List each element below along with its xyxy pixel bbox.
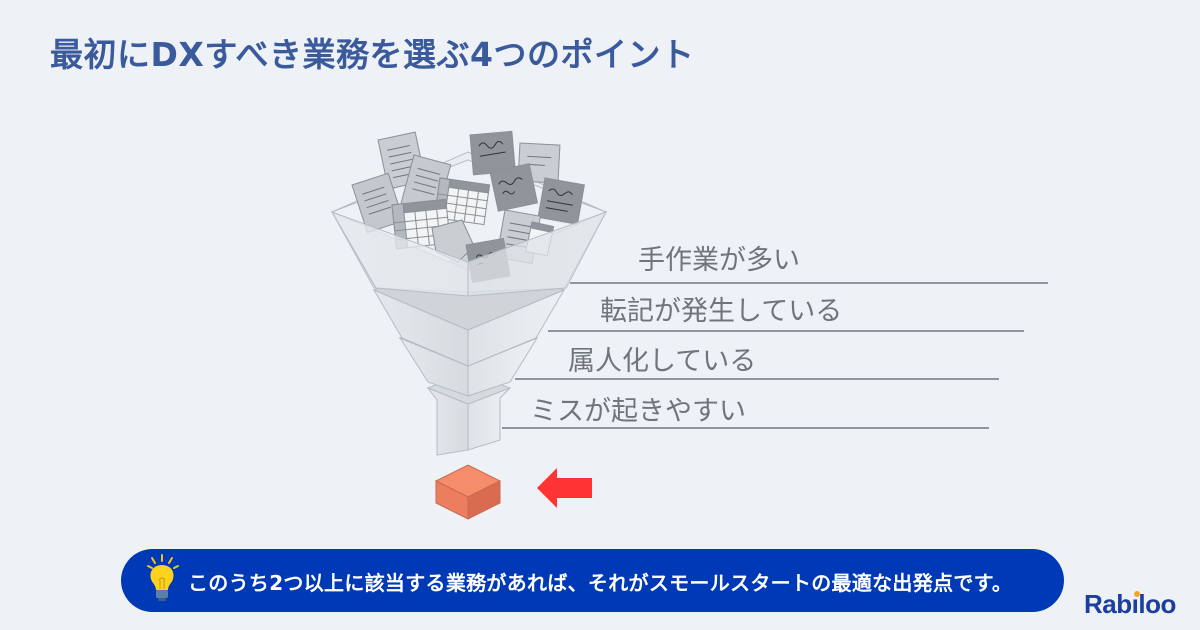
criteria-label-3: 属人化している xyxy=(568,346,757,377)
funnel-top-front xyxy=(330,211,608,297)
logo-part1: Rab xyxy=(1084,589,1132,619)
summary-banner xyxy=(121,549,1064,612)
criteria-label-4: ミスが起きやすい xyxy=(530,396,746,427)
criteria-label-1: 手作業が多い xyxy=(638,245,800,276)
orange-cube-icon xyxy=(434,464,502,520)
logo-part2: loo xyxy=(1138,589,1176,619)
logo-i: ı xyxy=(1131,589,1140,619)
criteria-label-2: 転記が発生している xyxy=(600,296,843,327)
criteria-rule-2 xyxy=(548,330,1024,332)
lightbulb-icon xyxy=(147,554,179,601)
red-arrow-left-icon xyxy=(537,468,592,508)
criteria-rule-1 xyxy=(570,282,1048,284)
criteria-rule-4 xyxy=(502,427,989,429)
criteria-rule-3 xyxy=(515,378,999,380)
summary-text: このうち2つ以上に該当する業務があれば、それがスモールスタートの最適な出発点です… xyxy=(188,571,1013,595)
logo-dot xyxy=(1133,591,1140,597)
page-title: 最初にDXすべき業務を選ぶ4つのポイント xyxy=(50,35,695,74)
